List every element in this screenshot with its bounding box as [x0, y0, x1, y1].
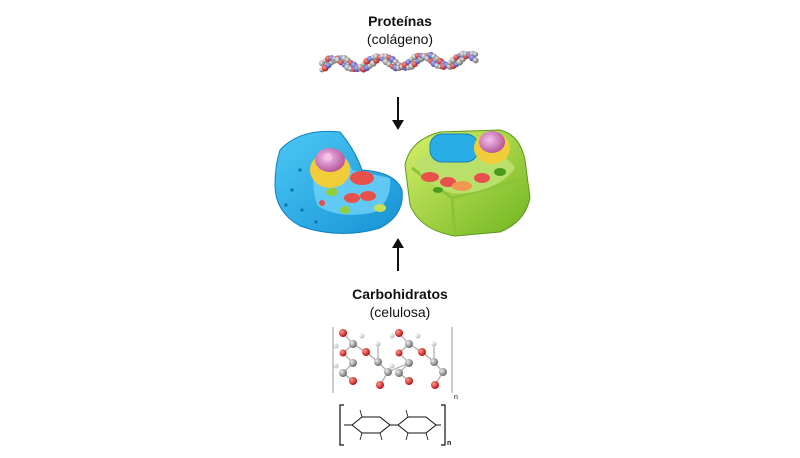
- cellulose-atom: [389, 363, 395, 369]
- cellulose-atom: [362, 348, 370, 356]
- cellulose-atom: [431, 381, 439, 389]
- cellulose-atom: [389, 333, 395, 339]
- collagen-molecule: [319, 50, 479, 73]
- ball-model-subscript: n: [454, 394, 458, 401]
- cellulose-atom: [349, 359, 357, 367]
- cellulose-atom: [339, 329, 347, 337]
- cellulose-ball-model: [332, 327, 453, 393]
- proteins-subtitle: (colágeno): [366, 31, 434, 47]
- cellulose-atom: [418, 348, 426, 356]
- animal-cell-illustration: [274, 130, 403, 234]
- cellulose-atom: [333, 343, 339, 349]
- cellulose-atom: [405, 377, 413, 385]
- cellulose-line-structure: [339, 404, 446, 446]
- cellulose-atom: [384, 368, 392, 376]
- cellulose-atom: [333, 363, 339, 369]
- plant-cell-illustration: [404, 129, 531, 237]
- cellulose-atom: [339, 369, 347, 377]
- cellulose-atom: [339, 349, 347, 357]
- line-structure-subscript: n: [447, 440, 451, 447]
- arrow-down-icon: [392, 97, 404, 130]
- arrow-up-icon: [392, 238, 404, 271]
- cellulose-atom: [374, 358, 382, 366]
- cellulose-atom: [405, 340, 413, 348]
- cellulose-atom: [349, 340, 357, 348]
- cellulose-atom: [395, 369, 403, 377]
- cellulose-atom: [431, 341, 437, 347]
- carbohydrates-subtitle: (celulosa): [369, 304, 431, 320]
- collagen-atom: [473, 51, 479, 57]
- proteins-title: Proteínas: [368, 13, 432, 29]
- cellulose-atom: [359, 333, 365, 339]
- carbohydrates-title: Carbohidratos: [352, 286, 448, 302]
- cellulose-atom: [415, 333, 421, 339]
- cellulose-atom: [349, 377, 357, 385]
- collagen-atom: [472, 57, 479, 64]
- cellulose-atom: [439, 368, 447, 376]
- cellulose-atom: [375, 341, 381, 347]
- cellulose-atom: [395, 329, 403, 337]
- cellulose-atom: [395, 349, 403, 357]
- cellulose-atom: [430, 358, 438, 366]
- cellulose-atom: [376, 381, 384, 389]
- cellulose-atom: [405, 359, 413, 367]
